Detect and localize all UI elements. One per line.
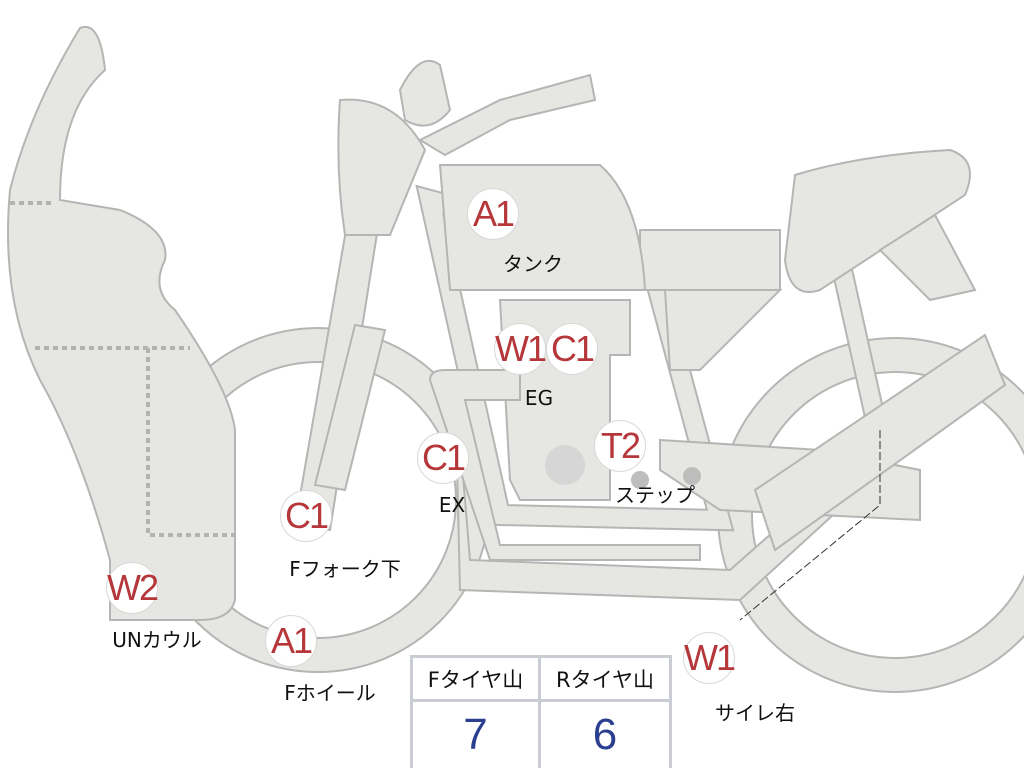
rear-tread-value: 6 (592, 710, 618, 759)
damage-code-silencer-right: W1 (683, 632, 736, 684)
damage-code-front-fork: C1 (280, 490, 332, 542)
damage-code-engine-c: C1 (546, 323, 598, 375)
damage-code-under-cowl: W2 (106, 562, 159, 614)
damage-code-engine-w: W1 (494, 323, 547, 375)
part-label-under-cowl: UNカウル (112, 628, 202, 652)
damage-code-front-wheel: A1 (265, 615, 317, 667)
tire-tread-table: Fタイヤ山 Rタイヤ山 7 6 (410, 655, 672, 768)
part-label-tank: タンク (503, 252, 563, 276)
rear-tread-header: Rタイヤ山 (541, 658, 669, 702)
part-label-front-wheel: Fホイール (284, 681, 376, 705)
part-label-step: ステップ (615, 483, 695, 507)
part-label-silencer-right: サイレ右 (715, 701, 795, 725)
front-tread-header: Fタイヤ山 (413, 658, 541, 702)
damage-code-exhaust: C1 (417, 432, 469, 484)
damage-code-step: T2 (594, 420, 646, 472)
damage-code-tank: A1 (467, 188, 519, 240)
part-label-exhaust: EX (438, 493, 466, 517)
part-label-engine: EG (524, 386, 554, 410)
part-label-front-fork: Fフォーク下 (289, 557, 401, 581)
front-tread-value: 7 (413, 702, 541, 768)
under-cowl (7, 25, 236, 621)
